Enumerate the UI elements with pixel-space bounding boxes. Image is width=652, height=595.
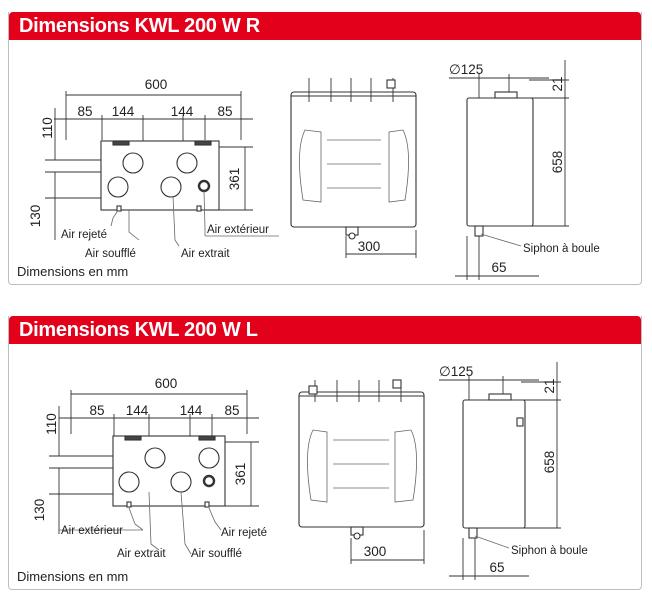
dim-spacing-1: 144 xyxy=(126,403,149,418)
panel-kwl-200-w-l: Dimensions KWL 200 W L 600 85 144 144 85… xyxy=(8,316,642,590)
dim-diameter: ∅125 xyxy=(449,62,483,77)
end-view-drawing: ∅125 21 658 Siphon à boule 65 xyxy=(449,60,600,280)
dim-depth: 300 xyxy=(364,544,387,559)
label-air-extrait: Air extrait xyxy=(117,548,166,560)
dim-diameter: ∅125 xyxy=(439,364,473,379)
dim-depth: 300 xyxy=(358,239,381,254)
dim-right-margin: 85 xyxy=(224,403,239,418)
dim-right-margin: 85 xyxy=(217,104,232,119)
label-siphon: Siphon à boule xyxy=(511,545,588,557)
dim-total-height: 658 xyxy=(542,451,557,474)
label-air-rejete: Air rejeté xyxy=(221,527,267,539)
dim-height: 361 xyxy=(227,168,242,191)
panel-header: Dimensions KWL 200 W R xyxy=(9,12,641,40)
panel-kwl-200-w-r: Dimensions KWL 200 W R 600 85 144 144 85 xyxy=(8,12,642,285)
side-view-drawing: 300 xyxy=(290,78,417,258)
dim-spacing-1: 144 xyxy=(112,104,135,119)
dim-spacing-2: 144 xyxy=(171,104,194,119)
dim-top-offset: 21 xyxy=(542,378,557,393)
dim-left-margin: 85 xyxy=(89,403,104,418)
label-air-souffle: Air soufflé xyxy=(85,248,136,260)
dim-width: 600 xyxy=(155,376,178,391)
dim-top-offset: 21 xyxy=(550,76,565,91)
label-air-exterieur: Air extérieur xyxy=(61,525,123,537)
panel-title: Dimensions KWL 200 W L xyxy=(19,319,258,341)
dim-spacing-2: 144 xyxy=(180,403,203,418)
unit-note: Dimensions en mm xyxy=(17,569,129,584)
side-view-drawing: 300 xyxy=(298,379,425,564)
dim-width: 600 xyxy=(145,77,168,92)
front-view-drawing: 600 85 144 144 85 110 130 xyxy=(28,77,279,260)
label-air-extrait: Air extrait xyxy=(181,248,230,260)
label-siphon: Siphon à boule xyxy=(523,243,600,255)
label-air-rejete: Air rejeté xyxy=(61,229,107,241)
dim-left-margin: 85 xyxy=(77,104,92,119)
dim-siphon-offset: 65 xyxy=(491,260,506,275)
dim-siphon-offset: 65 xyxy=(489,560,504,575)
dim-upper-height: 110 xyxy=(40,117,55,139)
dim-lower-height: 130 xyxy=(28,205,43,228)
front-view-drawing: 600 85 144 144 85 110 130 xyxy=(32,376,267,560)
dim-upper-height: 110 xyxy=(44,413,59,435)
dimension-drawings: 600 85 144 144 85 110 130 xyxy=(28,60,600,280)
panel-header: Dimensions KWL 200 W L xyxy=(9,316,641,344)
panel-title: Dimensions KWL 200 W R xyxy=(19,15,260,37)
label-air-souffle: Air soufflé xyxy=(191,548,242,560)
dim-lower-height: 130 xyxy=(32,499,47,522)
dim-height: 361 xyxy=(233,463,248,486)
unit-note: Dimensions en mm xyxy=(17,264,129,279)
dimension-drawings: 600 85 144 144 85 110 130 xyxy=(32,362,588,580)
end-view-drawing: ∅125 21 658 Siphon à boule 65 xyxy=(439,362,588,580)
label-air-exterieur: Air extérieur xyxy=(207,224,269,236)
dim-total-height: 658 xyxy=(550,151,565,174)
